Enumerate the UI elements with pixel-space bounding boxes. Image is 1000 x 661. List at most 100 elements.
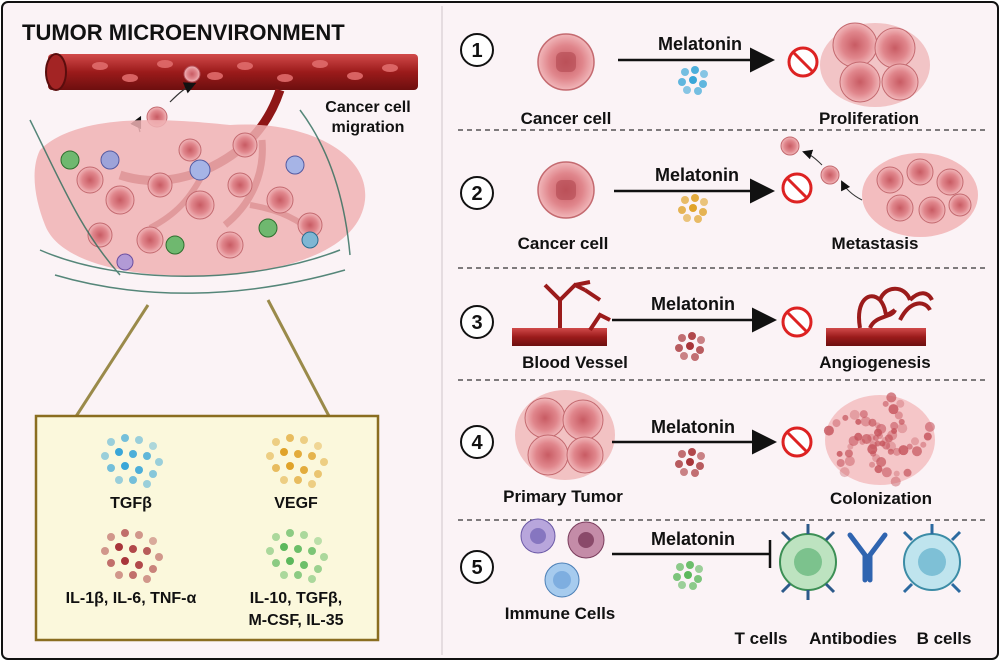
- row5-left-label: Immune Cells: [505, 604, 616, 623]
- molecule-dot: [300, 531, 308, 539]
- colonization-speck: [888, 404, 899, 415]
- migration-arrow: [169, 82, 197, 103]
- molecule-dot: [129, 476, 137, 484]
- colonization-speck: [898, 418, 905, 425]
- colonization-speck: [839, 467, 850, 478]
- svg-text:1: 1: [471, 40, 482, 62]
- colonization-speck: [881, 467, 892, 478]
- row3-prohibit-icon: [781, 306, 813, 338]
- antibodies-label: Antibodies: [809, 629, 897, 648]
- molecule-dot: [689, 204, 697, 212]
- colonization-speck: [874, 465, 883, 474]
- colonization-speck: [849, 409, 860, 420]
- colonization-speck: [906, 443, 913, 450]
- molecule-dot: [286, 434, 294, 442]
- colonization-speck: [894, 411, 903, 420]
- b-cell-icon: [902, 524, 962, 594]
- molecule-dot: [280, 476, 288, 484]
- molecule-dot: [155, 553, 163, 561]
- molecule-dot: [101, 452, 109, 460]
- colonization-speck: [859, 438, 866, 445]
- colonization-speck: [911, 437, 920, 446]
- molecule-dot: [129, 545, 137, 553]
- molecule-dot: [314, 470, 322, 478]
- row2-left-label: Cancer cell: [518, 234, 609, 253]
- molecule-dot: [300, 466, 308, 474]
- row-separators: [458, 129, 988, 521]
- colonization-speck: [832, 419, 841, 428]
- molecule-dot: [678, 78, 686, 86]
- molecule-dot: [143, 452, 151, 460]
- molecule-dot: [135, 466, 143, 474]
- row2-agent-label: Melatonin: [655, 165, 739, 185]
- row4-prohibit-icon: [781, 426, 813, 458]
- colonization-speck: [890, 476, 901, 487]
- molecule-dot: [691, 469, 699, 477]
- zoom-connector-right: [266, 299, 332, 419]
- svg-text:5: 5: [471, 557, 482, 579]
- molecule-dot: [101, 547, 109, 555]
- molecule-dot: [683, 86, 691, 94]
- primary-tumor-icon: [515, 390, 615, 480]
- colonization-cluster-icon: [823, 392, 935, 487]
- b-cells-label: B cells: [917, 629, 972, 648]
- colonization-speck: [876, 456, 887, 467]
- colonization-speck: [836, 450, 843, 457]
- row1-melatonin-dots: [678, 66, 708, 95]
- row5-agent-label: Melatonin: [651, 529, 735, 549]
- molecule-dot: [675, 344, 683, 352]
- molecule-dot: [300, 561, 308, 569]
- row3-agent-label: Melatonin: [651, 294, 735, 314]
- molecule-dot: [678, 206, 686, 214]
- cell-nucleus-icon: [556, 52, 576, 72]
- molecule-dot: [294, 571, 302, 579]
- cytokine-inset-box: [34, 414, 380, 642]
- metastasis-cluster-icon: [780, 136, 978, 237]
- molecule-dot: [300, 436, 308, 444]
- colonization-speck: [898, 445, 909, 456]
- svg-text:3: 3: [471, 312, 482, 334]
- molecule-dot: [699, 208, 707, 216]
- molecule-dot: [135, 436, 143, 444]
- colonization-speck: [893, 470, 900, 477]
- molecule-dot: [691, 66, 699, 74]
- molecule-dot: [320, 458, 328, 466]
- molecule-dot: [149, 565, 157, 573]
- colonization-speck: [868, 418, 877, 427]
- colonization-speck: [847, 443, 854, 450]
- tumor-mass-illustration: [29, 109, 366, 294]
- molecule-dot: [272, 559, 280, 567]
- molecule-dot: [681, 196, 689, 204]
- colonization-speck: [886, 441, 897, 452]
- row4-left-label: Primary Tumor: [503, 487, 623, 506]
- row4-agent-label: Melatonin: [651, 417, 735, 437]
- molecule-dot: [686, 561, 694, 569]
- molecule-dot: [694, 215, 702, 223]
- colonization-speck: [923, 432, 932, 441]
- molecule-dot: [676, 563, 684, 571]
- molecule-dot: [149, 470, 157, 478]
- molecule-dot: [683, 214, 691, 222]
- molecule-dot: [143, 575, 151, 583]
- molecule-dot: [129, 450, 137, 458]
- t-cells-label: T cells: [735, 629, 788, 648]
- molecule-dot: [115, 571, 123, 579]
- molecule-dot: [684, 571, 692, 579]
- molecule-dot: [286, 529, 294, 537]
- molecule-dot: [694, 575, 702, 583]
- molecule-dot: [686, 458, 694, 466]
- svg-text:2: 2: [471, 183, 482, 205]
- colonization-speck: [842, 414, 849, 421]
- molecule-dot: [700, 198, 708, 206]
- proliferation-cluster-icon: [820, 22, 930, 107]
- colonization-speck: [874, 440, 881, 447]
- colonization-speck: [848, 435, 859, 446]
- molecule-dot: [308, 547, 316, 555]
- molecule-dot: [115, 448, 123, 456]
- molecule-dot: [149, 537, 157, 545]
- step-number-3: 3: [460, 305, 494, 339]
- molecule-dot: [115, 476, 123, 484]
- molecule-dot: [694, 87, 702, 95]
- colonization-speck: [823, 425, 834, 436]
